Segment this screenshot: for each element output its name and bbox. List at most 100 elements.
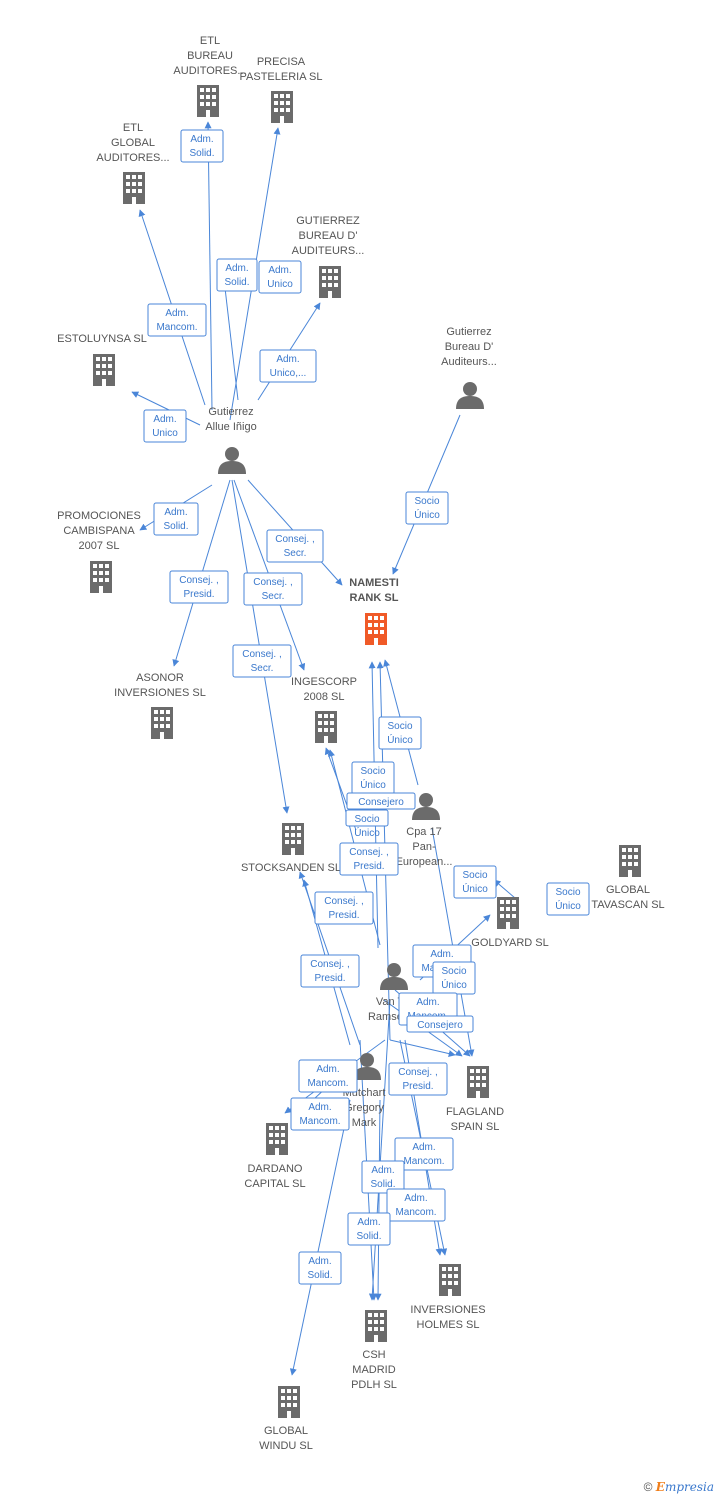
person-icon [412, 793, 440, 820]
relation-label[interactable]: Adm.Solid. [298, 1251, 342, 1285]
svg-text:Consej. ,Presid.: Consej. ,Presid. [310, 959, 349, 984]
edge-line [493, 879, 516, 899]
building-icon [271, 91, 293, 123]
building-icon [365, 1310, 387, 1342]
edge-line [289, 1099, 351, 1376]
relation-label[interactable]: Consej. ,Presid. [169, 570, 229, 604]
relation-label[interactable]: Consej. ,Presid. [388, 1062, 448, 1096]
relation-label[interactable]: Adm.Unico [143, 409, 187, 443]
svg-text:Adm.Solid.: Adm.Solid. [307, 1256, 332, 1281]
building-icon [197, 85, 219, 117]
relation-label[interactable]: Adm.Unico [258, 260, 302, 294]
svg-text:Consejero: Consejero [358, 797, 404, 808]
svg-text:Consejero: Consejero [417, 1020, 463, 1031]
relation-label[interactable]: Consejero [346, 792, 416, 810]
node-estoluynsa[interactable]: ESTOLUYNSA SL [57, 333, 147, 386]
relation-label[interactable]: Adm.Unico,... [259, 349, 317, 383]
relation-label[interactable]: Consej. ,Secr. [266, 529, 324, 563]
edge-line [131, 391, 201, 426]
svg-text:Adm.Mancom.: Adm.Mancom. [307, 1064, 348, 1089]
building-icon [439, 1264, 461, 1296]
building-icon [151, 707, 173, 739]
building-icon [278, 1386, 300, 1418]
relation-label[interactable]: Adm.Solid. [347, 1212, 391, 1246]
copyright-symbol: © [643, 1480, 653, 1494]
relation-label[interactable]: Adm.Mancom. [147, 303, 207, 337]
relation-label[interactable]: Adm.Mancom. [394, 1137, 454, 1171]
edge-line [204, 121, 213, 411]
building-icon [93, 354, 115, 386]
node-label: GOLDYARD SL [471, 937, 548, 949]
svg-text:Consej. ,Presid.: Consej. ,Presid. [324, 896, 363, 921]
node-goldyard[interactable]: GOLDYARD SL [471, 897, 549, 949]
relation-label[interactable]: Adm.Mancom. [386, 1188, 446, 1222]
footer-credit: © Empresia [644, 1480, 714, 1494]
svg-text:Adm.Mancom.: Adm.Mancom. [395, 1193, 436, 1218]
building-icon [266, 1123, 288, 1155]
svg-text:Consej. ,Secr.: Consej. ,Secr. [275, 534, 314, 559]
relation-label[interactable]: Adm.Mancom. [290, 1097, 350, 1131]
relation-label[interactable]: Consej. ,Presid. [314, 891, 374, 925]
building-icon [90, 561, 112, 593]
svg-text:Adm.Unico: Adm.Unico [267, 265, 293, 290]
svg-text:Consej. ,Presid.: Consej. ,Presid. [349, 847, 388, 872]
person-icon [456, 382, 484, 409]
edge-labels: Adm.Solid.Adm.Solid.Adm.UnicoAdm.Mancom.… [143, 129, 590, 1285]
building-icon [619, 845, 641, 877]
relation-label[interactable]: Adm.Solid. [180, 129, 224, 163]
relation-label[interactable]: Consej. ,Secr. [243, 572, 303, 606]
node-stocksanden[interactable]: STOCKSANDEN SL [241, 823, 341, 874]
relation-label[interactable]: Consej. ,Presid. [339, 842, 399, 876]
building-icon [123, 172, 145, 204]
relation-label[interactable]: Adm.Mancom. [298, 1059, 358, 1093]
relation-label[interactable]: Adm.Solid. [216, 258, 258, 292]
relation-label[interactable]: Consejero [406, 1015, 474, 1033]
building-icon [319, 266, 341, 298]
relation-label[interactable]: Adm.Solid. [153, 502, 199, 536]
empresia-logo[interactable]: Empresia [655, 1480, 714, 1494]
relation-label[interactable]: Consej. ,Secr. [232, 644, 292, 678]
person-icon [218, 447, 246, 474]
relation-label[interactable]: Consej. ,Presid. [300, 954, 360, 988]
relation-label[interactable]: Adm.Solid. [361, 1160, 405, 1194]
